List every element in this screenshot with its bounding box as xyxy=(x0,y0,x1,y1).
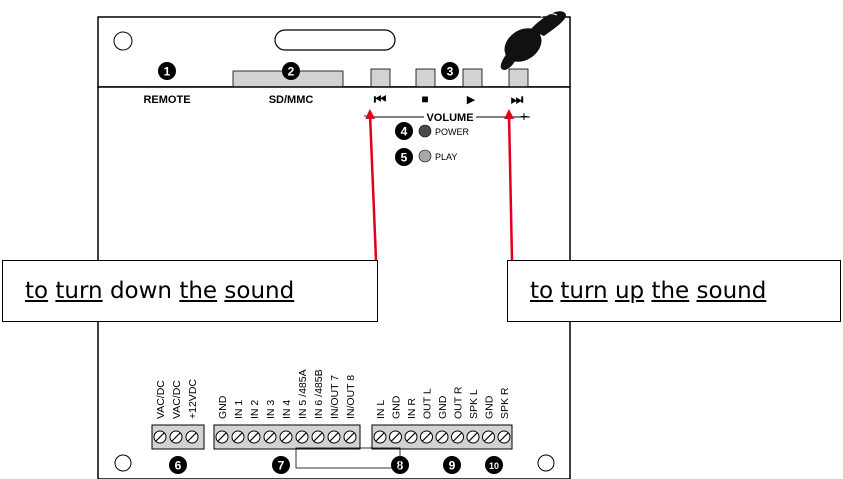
callout-word: down xyxy=(109,278,173,304)
terminal-screw-slot xyxy=(329,432,339,442)
badge-2: 2 xyxy=(282,62,300,80)
terminal-label: IN R xyxy=(406,398,418,419)
badge-9: 9 xyxy=(443,456,461,474)
terminal-screw-slot xyxy=(484,432,493,442)
terminal-screw-slot xyxy=(249,432,259,442)
svg-text:4: 4 xyxy=(401,125,408,139)
terminal-label: +12VDC xyxy=(187,379,199,419)
terminal-screw-slot xyxy=(391,432,400,442)
terminal-label: GND xyxy=(391,395,403,419)
callout-word: sound xyxy=(696,278,767,304)
svg-text:5: 5 xyxy=(401,151,408,165)
terminal-screw-slot xyxy=(437,432,447,442)
mount-hole xyxy=(113,31,133,51)
terminal-screw-slot xyxy=(313,432,323,442)
callout-word: the xyxy=(179,278,218,304)
terminal-screw-slot xyxy=(468,432,478,442)
terminal-label: IN 1 xyxy=(233,400,245,419)
terminal-label: IN 6 /485B xyxy=(313,369,325,419)
play-icon[interactable]: ▶ xyxy=(467,94,476,106)
next-track-icon[interactable]: ⏭ xyxy=(511,91,524,107)
terminal-screw-slot xyxy=(422,432,431,442)
volume-up-arrow xyxy=(504,109,515,261)
svg-text:6: 6 xyxy=(175,459,182,473)
terminal-screw-slot xyxy=(233,432,243,442)
terminal-screw-slot xyxy=(453,432,462,442)
callout-word: to xyxy=(530,278,554,304)
sd-slot xyxy=(274,29,396,51)
remote-label: REMOTE xyxy=(143,94,190,106)
terminal-screw-slot xyxy=(375,432,385,442)
terminal-label: IN 4 xyxy=(281,400,293,419)
power-label: POWER xyxy=(435,127,470,137)
terminal-screw-slot xyxy=(187,432,197,442)
volume-down-callout: to turn down the sound xyxy=(2,260,378,322)
badge-10: 10 xyxy=(485,456,503,474)
bottom-tab xyxy=(295,447,401,469)
terminal-label: OUT L xyxy=(422,388,434,419)
svg-text:7: 7 xyxy=(278,459,285,473)
previous-track-icon[interactable]: ⏮ xyxy=(374,91,387,107)
badge-4: 4 xyxy=(395,122,413,140)
terminal-screw-slot xyxy=(155,432,165,442)
callout-word: to xyxy=(25,278,49,304)
sdmmc-label: SD/MMC xyxy=(269,94,314,106)
terminal-label: IN L xyxy=(375,400,387,419)
terminal-screw-slot xyxy=(406,432,416,442)
terminal-screw-slot xyxy=(281,432,291,442)
terminal-label: IN 3 xyxy=(265,400,277,419)
play-led xyxy=(418,149,432,163)
terminal-label: IN 5 /485A xyxy=(297,369,309,419)
terminal-label: SPK R xyxy=(499,387,511,419)
terminal-screw-slot xyxy=(297,432,307,442)
terminal-screw-slot xyxy=(499,432,509,442)
terminal-label: GND xyxy=(484,395,496,419)
terminal-label: VAC/DC xyxy=(155,380,167,419)
volume-label: VOLUME xyxy=(426,112,473,124)
terminal-label: GND xyxy=(217,395,229,419)
mount-hole xyxy=(537,454,555,472)
svg-text:10: 10 xyxy=(489,461,499,471)
badge-3: 3 xyxy=(441,62,459,80)
callout-word: turn xyxy=(560,278,608,304)
badge-5: 5 xyxy=(395,148,413,166)
callout-word: the xyxy=(651,278,690,304)
terminal-label: VAC/DC xyxy=(171,380,183,419)
button-tab xyxy=(370,68,391,88)
hand-pointer-icon xyxy=(500,9,566,70)
callout-word: turn xyxy=(55,278,103,304)
volume-down-arrow xyxy=(365,109,378,261)
callout-word: sound xyxy=(224,278,295,304)
stop-icon[interactable]: ■ xyxy=(421,92,428,106)
button-tab xyxy=(415,68,436,88)
terminal-screw-slot xyxy=(265,432,275,442)
volume-up-callout: to turn up the sound xyxy=(507,260,841,322)
svg-text:3: 3 xyxy=(447,65,454,79)
badge-6: 6 xyxy=(169,456,187,474)
badge-7: 7 xyxy=(272,456,290,474)
terminal-label: GND xyxy=(437,395,449,419)
terminal-label: IN/OUT 8 xyxy=(345,375,357,419)
button-tab xyxy=(508,68,529,88)
power-led xyxy=(418,124,432,138)
terminal-label: SPK L xyxy=(468,389,480,419)
terminal-screw-slot xyxy=(171,432,181,442)
terminal-screws xyxy=(153,430,511,444)
svg-text:2: 2 xyxy=(288,65,295,79)
svg-text:1: 1 xyxy=(164,65,171,79)
terminal-labels: VAC/DC VAC/DC +12VDC GND IN 1 IN 2 IN 3 IN 4 IN … xyxy=(155,369,511,419)
terminal-label: IN 2 xyxy=(249,400,261,419)
svg-text:9: 9 xyxy=(449,459,456,473)
terminal-label: OUT R xyxy=(453,386,465,419)
callout-word: up xyxy=(614,278,645,304)
terminal-screw-slot xyxy=(345,432,355,442)
terminal-screw-slot xyxy=(217,432,227,442)
mount-hole xyxy=(114,454,132,472)
button-tab xyxy=(462,68,483,88)
volume-plus: + xyxy=(520,108,528,124)
badge-1: 1 xyxy=(158,62,176,80)
terminal-label: IN/OUT 7 xyxy=(329,375,341,419)
play-led-label: PLAY xyxy=(435,152,457,162)
